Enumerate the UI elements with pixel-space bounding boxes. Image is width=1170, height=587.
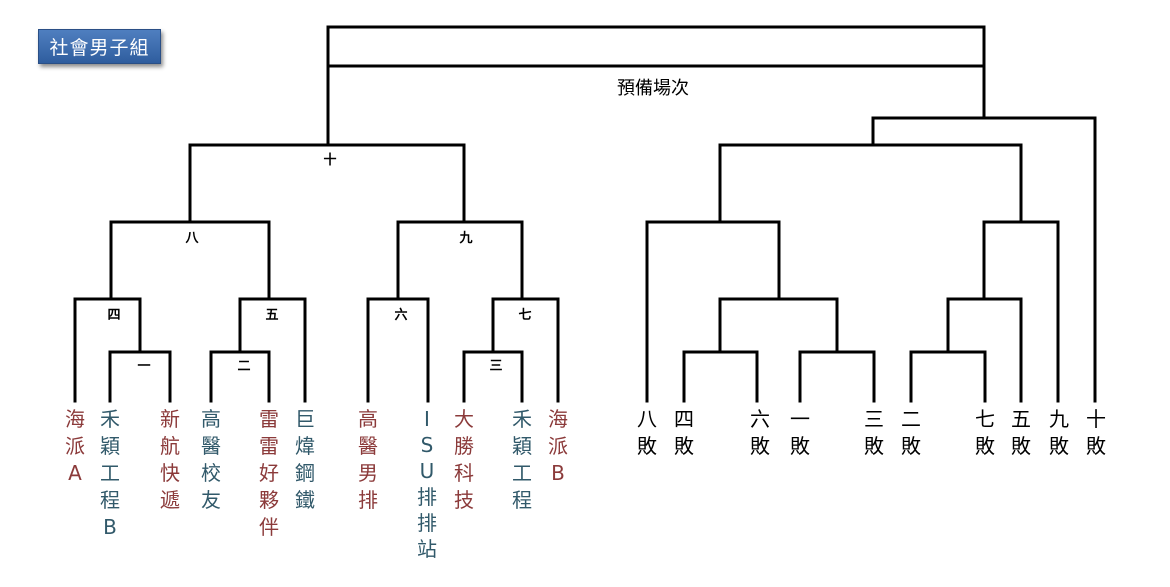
final-title: 預備場次 (617, 78, 689, 99)
match-8-line (109, 220, 271, 301)
match-5-line (238, 297, 307, 403)
match-label-8: 八 (185, 231, 199, 246)
loser-label: 三 敗 (864, 407, 884, 458)
right-left-line (645, 220, 781, 403)
loser-label: 八 敗 (637, 407, 657, 458)
division-badge: 社會男子組 (38, 29, 161, 64)
right-right-line (982, 220, 1060, 403)
loser-label: 四 敗 (674, 407, 694, 458)
team-label: 大 勝 科 技 (454, 407, 474, 512)
match-10-line (188, 143, 466, 224)
match-label-6: 六 (394, 308, 408, 323)
team-label: I S U 排 排 站 (417, 407, 437, 561)
match-label-9: 九 (459, 231, 473, 246)
match-1-line (108, 350, 172, 403)
match-label-2: 二 (237, 359, 251, 374)
right-pair-b (798, 350, 876, 403)
loser-label: 一 敗 (790, 407, 810, 458)
match-label-5: 五 (265, 308, 279, 323)
right-pair-c (909, 350, 987, 403)
right-sub-left-line (718, 297, 839, 354)
loser-label: 十 敗 (1086, 407, 1106, 458)
right-mid-line (718, 143, 1023, 224)
loser-label: 六 敗 (750, 407, 770, 458)
loser-label: 五 敗 (1011, 407, 1031, 458)
match-9-line (396, 220, 524, 301)
match-label-3: 三 (489, 359, 503, 374)
team-label: 禾 穎 工 程 (512, 407, 532, 512)
match-4-line (73, 297, 142, 403)
match-6-line (366, 297, 430, 403)
match-label-7: 七 (518, 308, 532, 323)
team-label: 高 醫 男 排 (358, 407, 378, 512)
team-label: 巨 煒 鋼 鐵 (295, 407, 315, 512)
loser-label: 七 敗 (975, 407, 995, 458)
match-label-1: 一 (137, 359, 151, 374)
loser-label: 九 敗 (1049, 407, 1069, 458)
team-label: 新 航 快 遞 (160, 407, 180, 512)
final-box (326, 25, 986, 147)
team-label: 海 派 A (65, 407, 85, 485)
match-label-10: 十 (323, 153, 337, 168)
match-2-line (209, 350, 271, 403)
team-label: 雷 雷 好 夥 伴 (259, 407, 279, 539)
match-3-line (462, 350, 524, 403)
loser-label: 二 敗 (901, 407, 921, 458)
team-label: 禾 穎 工 程 B (100, 407, 120, 539)
match-7-line (491, 297, 560, 403)
right-pair-a (682, 350, 759, 403)
match-label-4: 四 (107, 308, 121, 323)
right-sub-right-line (946, 297, 1023, 403)
team-label: 高 醫 校 友 (201, 407, 221, 512)
team-label: 海 派 B (548, 407, 568, 485)
right-top-line (871, 116, 1097, 403)
